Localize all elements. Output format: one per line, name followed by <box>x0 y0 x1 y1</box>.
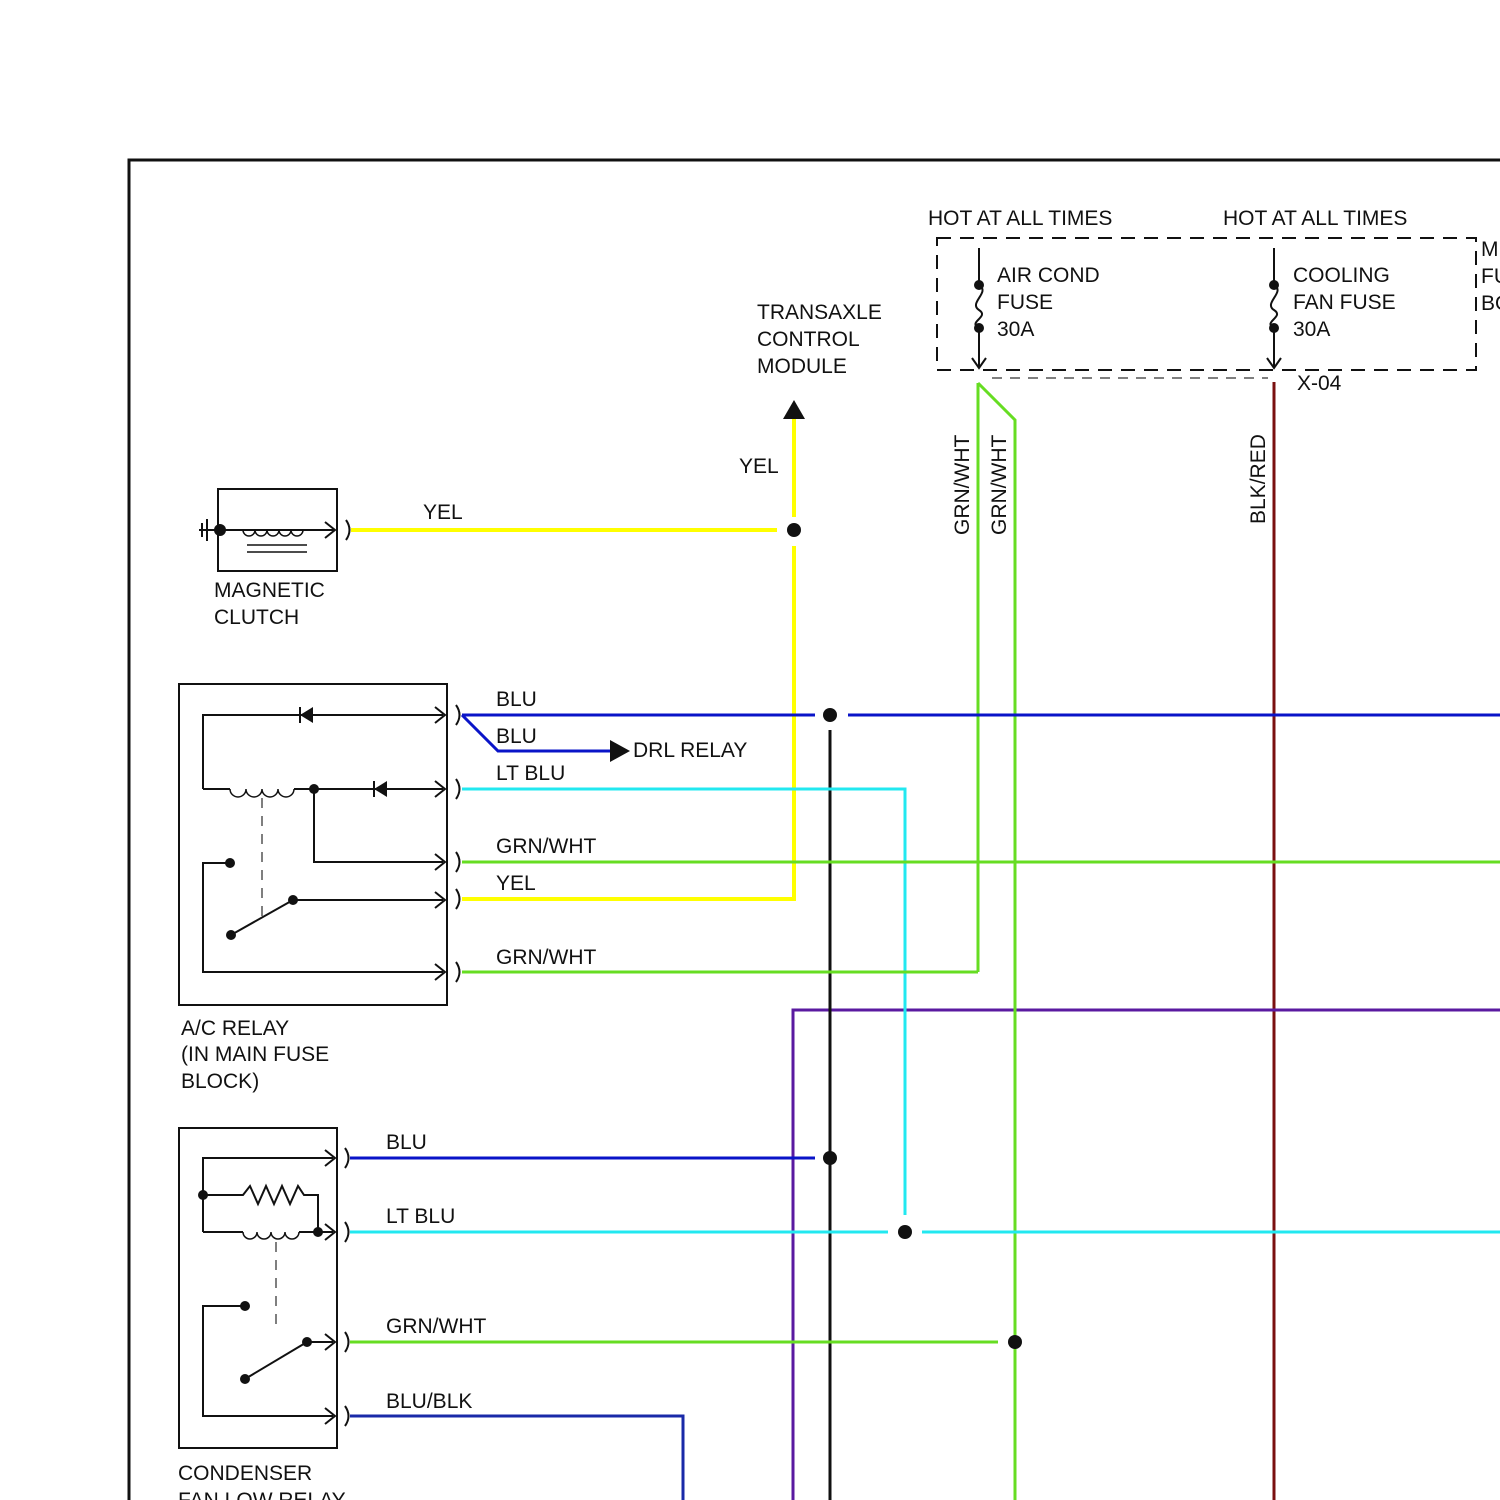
wire-label-cf-blu-blk: BLU/BLK <box>386 1390 472 1413</box>
wire-blu-blk-cf <box>350 1416 683 1500</box>
condenser-relay-label-1: CONDENSER <box>178 1462 312 1485</box>
wire-label-ac-grn-wht: GRN/WHT <box>496 835 596 858</box>
fuse-box-label-1: M <box>1481 238 1499 261</box>
wire-label-yel-tcm: YEL <box>739 455 779 478</box>
air-cond-fuse-label-1: AIR COND <box>997 264 1100 287</box>
cooling-fan-fuse-symbol <box>1267 248 1281 368</box>
wire-label-cf-blu: BLU <box>386 1131 427 1154</box>
cooling-fan-fuse-label-1: COOLING <box>1293 264 1390 287</box>
wire-purple <box>793 1010 1500 1500</box>
drl-relay-label: DRL RELAY <box>633 739 747 762</box>
tcm-label-3: MODULE <box>757 355 847 378</box>
tcm-label-2: CONTROL <box>757 328 860 351</box>
wire-label-ac-lt-blu: LT BLU <box>496 762 565 785</box>
wire-label-ac-blu-drl: BLU <box>496 725 537 748</box>
drl-arrow <box>610 740 630 762</box>
wire-label-ac-blu: BLU <box>496 688 537 711</box>
wire-label-ac-yel: YEL <box>496 872 536 895</box>
ac-relay-label-3: BLOCK) <box>181 1070 259 1093</box>
cooling-fan-fuse-label-3: 30A <box>1293 318 1330 341</box>
wire-grn-wht-fuse-right <box>978 383 1015 1500</box>
hot-at-all-times-2: HOT AT ALL TIMES <box>1223 207 1407 230</box>
tcm-arrow <box>783 400 805 419</box>
ac-relay-label-2: (IN MAIN FUSE <box>181 1043 329 1066</box>
tcm-label-1: TRANSAXLE <box>757 301 882 324</box>
wire-label-cf-grn-wht: GRN/WHT <box>386 1315 486 1338</box>
condenser-relay-label-2: FAN LOW RELAY <box>178 1489 346 1500</box>
wire-blu-drl <box>462 715 612 751</box>
air-cond-fuse-label-2: FUSE <box>997 291 1053 314</box>
air-cond-fuse-label-3: 30A <box>997 318 1034 341</box>
wire-label-grn-wht-v1: GRN/WHT <box>951 435 974 535</box>
fuse-box-label-2: FU <box>1481 265 1500 288</box>
ac-relay-symbol <box>179 684 460 1005</box>
fuse-box-label-3: BO <box>1481 292 1500 315</box>
magnetic-clutch-symbol <box>199 489 350 571</box>
hot-at-all-times-1: HOT AT ALL TIMES <box>928 207 1112 230</box>
magnetic-clutch-label-2: CLUTCH <box>214 606 299 629</box>
condenser-fan-relay-symbol <box>179 1128 349 1448</box>
wire-label-yel-clutch: YEL <box>423 501 463 524</box>
ac-relay-label-1: A/C RELAY <box>181 1017 289 1040</box>
wire-label-ac-grn-wht2: GRN/WHT <box>496 946 596 969</box>
air-cond-fuse-symbol <box>972 248 986 368</box>
connector-label: X-04 <box>1297 372 1342 395</box>
wire-label-grn-wht-v2: GRN/WHT <box>988 435 1011 535</box>
cooling-fan-fuse-label-2: FAN FUSE <box>1293 291 1396 314</box>
wire-label-blk-red: BLK/RED <box>1247 434 1270 524</box>
magnetic-clutch-label-1: MAGNETIC <box>214 579 325 602</box>
wire-label-cf-lt-blu: LT BLU <box>386 1205 455 1228</box>
